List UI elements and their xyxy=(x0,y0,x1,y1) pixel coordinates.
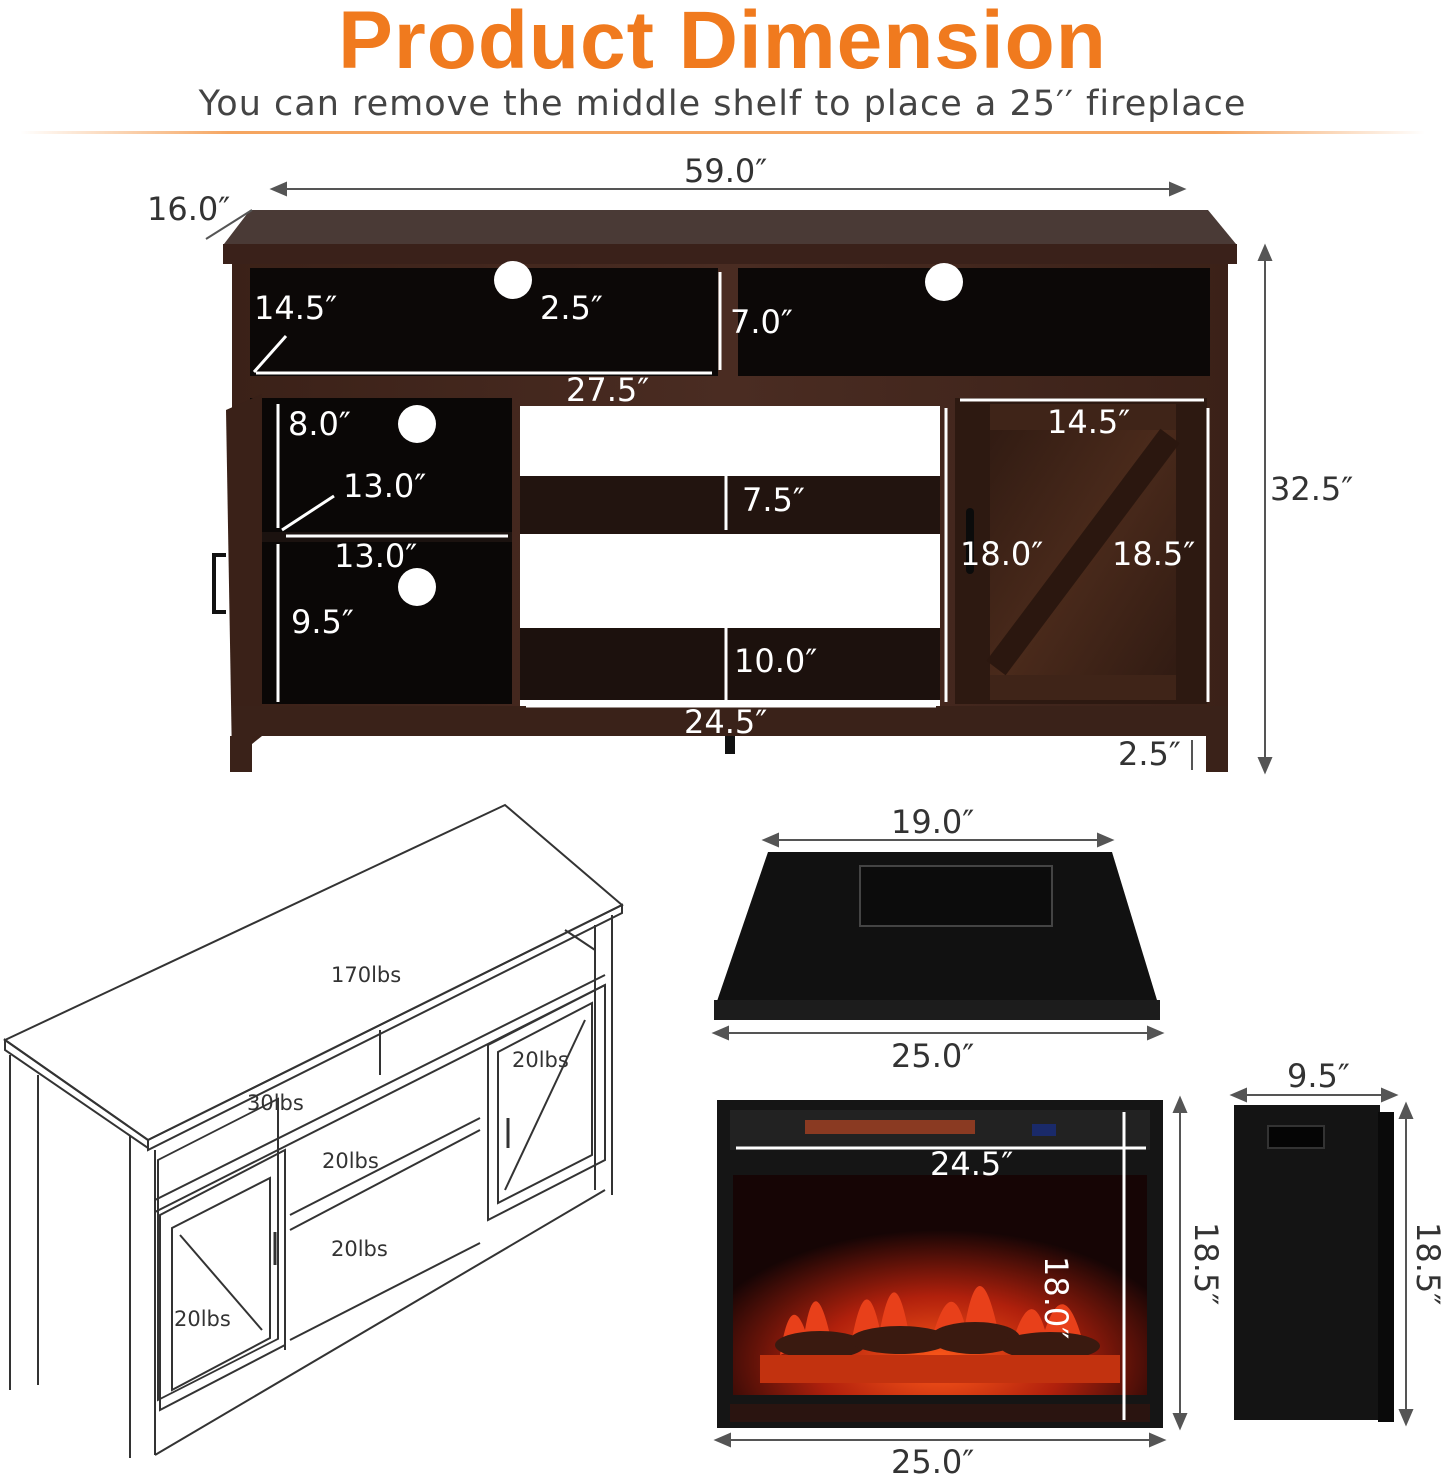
height-label: 32.5″ xyxy=(1270,470,1354,508)
leg-left xyxy=(230,736,252,772)
header-divider xyxy=(20,131,1425,134)
fireplace-front-width-label: 25.0″ xyxy=(891,1443,975,1481)
fireplace-heater-strip xyxy=(805,1120,975,1134)
logs xyxy=(775,1322,1100,1360)
middle-width-label: 24.5″ xyxy=(684,703,768,741)
page-title: Product Dimension xyxy=(338,0,1107,86)
fireplace-front-inner-width-label: 24.5″ xyxy=(930,1145,1014,1183)
bottom-rail xyxy=(232,706,1228,736)
stand-dimension-lines xyxy=(205,181,1273,775)
right-inner-height-label: 18.0″ xyxy=(960,535,1044,573)
top-shelf-depth-label: 14.5″ xyxy=(254,289,338,327)
left-lower-height-label: 9.5″ xyxy=(291,603,354,641)
leg-height-label: 2.5″ xyxy=(1118,735,1181,773)
load-right-cabinet-label: 20lbs xyxy=(512,1048,569,1072)
stand-top xyxy=(224,210,1236,244)
right-door-rail xyxy=(990,404,1176,430)
fireplace-side-flange xyxy=(1378,1112,1394,1422)
depth-label: 16.0″ xyxy=(147,190,231,228)
stand-top-edge xyxy=(223,244,1237,264)
left-cabinet-interior xyxy=(250,398,512,704)
right-door-barn-brace xyxy=(986,428,1180,676)
right-width-label: 14.5″ xyxy=(1047,403,1131,441)
fireplace-side-dimension-lines xyxy=(1229,1087,1414,1427)
fireplace-side-handle xyxy=(1267,1125,1325,1149)
left-cabinet-hole-bottom xyxy=(398,568,436,606)
top-right-compartment xyxy=(738,268,1210,376)
leg-middle xyxy=(725,736,735,754)
fireplace-front-inner-dimension-lines xyxy=(736,1112,1146,1420)
middle-shelf xyxy=(520,476,940,534)
fireplace-side-height-label: 18.5″ xyxy=(1409,1222,1445,1306)
left-upper-height-label: 8.0″ xyxy=(288,405,351,443)
middle-upper-height-label: 7.5″ xyxy=(742,481,805,519)
left-depth-label: 13.0″ xyxy=(343,467,427,505)
overall-width-label: 59.0″ xyxy=(684,152,768,190)
load-bottom-shelf-label: 20lbs xyxy=(331,1237,388,1261)
leg-right xyxy=(1206,736,1228,772)
fireplace-top-front-width-label: 25.0″ xyxy=(891,1037,975,1075)
left-open-door xyxy=(226,394,262,760)
fireplace-front-dimension-lines xyxy=(713,1095,1188,1448)
page-subtitle: You can remove the middle shelf to place… xyxy=(198,84,1247,124)
stand-inner-dimension-lines xyxy=(252,272,1210,708)
tv-stand-photo xyxy=(205,181,1273,775)
load-capacity-drawing xyxy=(3,803,624,1458)
cable-hole-label: 2.5″ xyxy=(540,289,603,327)
load-left-cabinet-label: 20lbs xyxy=(174,1307,231,1331)
fireplace-bottom-grille xyxy=(730,1404,1150,1422)
left-cabinet-hole-top xyxy=(398,405,436,443)
fireplace-top-dimension-lines xyxy=(711,832,1165,1041)
top-shelf-height-label: 7.0″ xyxy=(730,303,793,341)
left-door-handle xyxy=(212,553,226,614)
load-middle-shelf-label: 20lbs xyxy=(322,1149,379,1173)
left-width-label: 13.0″ xyxy=(334,537,418,575)
right-door-rail-bottom xyxy=(990,675,1176,700)
top-left-compartment xyxy=(250,268,718,376)
drawing-right-door xyxy=(487,983,606,1222)
cable-hole-left xyxy=(494,261,532,299)
fireplace-top-back-width-label: 19.0″ xyxy=(891,803,975,841)
fireplace-vent xyxy=(859,865,1053,927)
bottom-shelf xyxy=(520,628,940,700)
load-top-label: 170lbs xyxy=(331,963,402,987)
top-shelf-width-label: 27.5″ xyxy=(566,371,650,409)
fireplace-side-depth-label: 9.5″ xyxy=(1287,1057,1350,1095)
fireplace-embers xyxy=(760,1355,1120,1383)
right-door-height-label: 18.5″ xyxy=(1112,535,1196,573)
cable-hole-right xyxy=(925,263,963,301)
fireplace-side-body xyxy=(1234,1105,1380,1420)
load-top-shelf-label: 30lbs xyxy=(247,1091,304,1115)
fireplace-display xyxy=(1032,1124,1056,1136)
middle-lower-height-label: 10.0″ xyxy=(734,642,818,680)
